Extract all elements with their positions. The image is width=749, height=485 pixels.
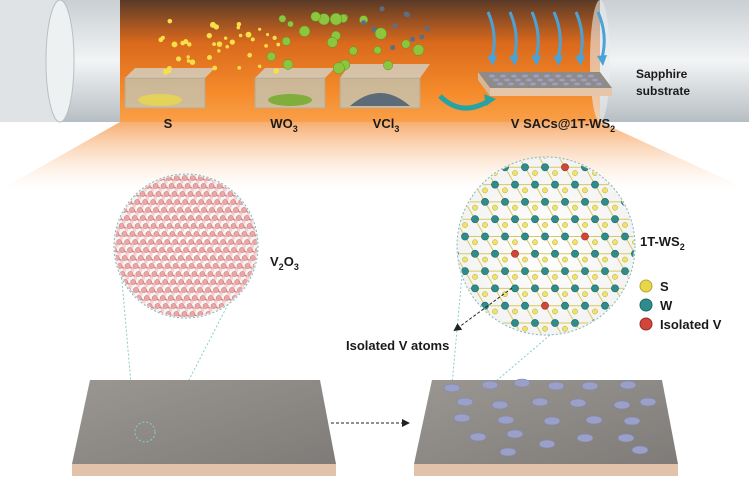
furnace-glow-beam — [0, 122, 749, 190]
zone-label-wo3: WO3 — [270, 116, 297, 134]
zone-label-product: V SACs@1T-WS2 — [511, 116, 615, 134]
doped-substrate — [414, 378, 678, 476]
bare-substrate — [72, 380, 336, 476]
legend-label-w: W — [660, 298, 673, 313]
tube-substrate — [478, 72, 612, 96]
v2o3-label: V2O3 — [270, 254, 299, 272]
zone-label-vcl3: VCl3 — [373, 116, 400, 134]
substrate-label-line1: Sapphire — [636, 67, 688, 81]
flow-arrow-head — [484, 94, 496, 106]
legend-swatch-w — [639, 298, 653, 312]
tube-left-opening — [45, 0, 75, 123]
gas-inflow-arrows — [486, 11, 607, 66]
legend-label-s: S — [660, 279, 669, 294]
flow-arrow — [438, 94, 492, 111]
boat-s — [124, 68, 215, 109]
annotation-isolated-v: Isolated V atoms — [346, 338, 449, 353]
right-zoom-lines — [451, 264, 633, 389]
boat-vcl3 — [339, 64, 430, 109]
ws2-label: 1T-WS2 — [640, 234, 685, 252]
legend-swatch-v — [639, 317, 653, 331]
vapour-particles — [158, 6, 430, 75]
legend-label-v: Isolated V — [660, 317, 722, 332]
substrate-label-line2: substrate — [636, 84, 690, 98]
legend: S W Isolated V — [639, 279, 722, 332]
legend-swatch-s — [639, 279, 653, 293]
boat-wo3 — [254, 68, 335, 109]
isolated-v-dots — [443, 378, 657, 457]
tube-right-section — [600, 0, 749, 122]
zone-label-s: S — [164, 116, 173, 131]
annotation-arrow — [453, 287, 513, 332]
